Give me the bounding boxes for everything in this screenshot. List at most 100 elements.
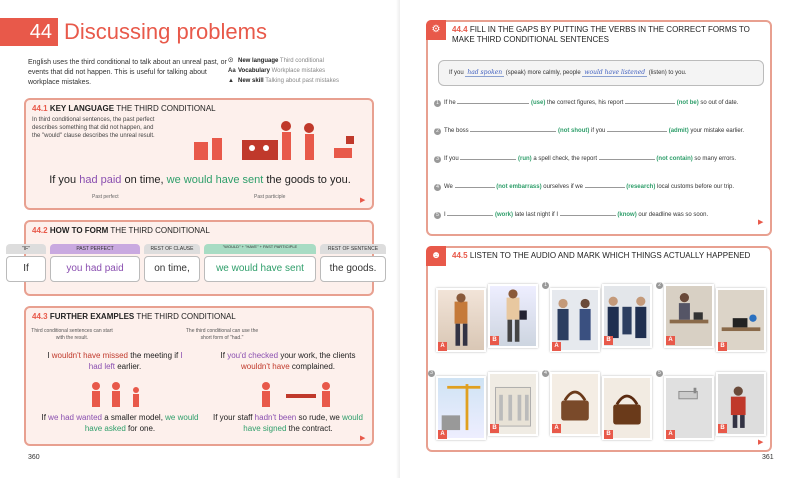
audio-icon[interactable]: ▶	[360, 435, 366, 442]
panel-keyword: KEY LANGUAGE	[49, 104, 115, 113]
picture-number: 4	[542, 370, 549, 377]
sentence-part: We	[444, 184, 455, 190]
audio-icon[interactable]: ▶	[758, 219, 764, 226]
key-item: ☉New language Third conditional	[228, 56, 339, 66]
answer-gap[interactable]	[584, 182, 625, 188]
sentence-part: for one.	[125, 424, 156, 433]
question-number: 2	[434, 128, 441, 135]
sentence-part: If your staff	[213, 413, 255, 422]
answer-gap[interactable]	[607, 126, 668, 132]
panel-number: 44.3	[32, 312, 48, 321]
key-label: Vocabulary	[238, 68, 270, 74]
sentence-part: hadn't been	[254, 413, 297, 422]
verb-prompt: (not be)	[676, 100, 699, 106]
option-b[interactable]: B	[718, 424, 727, 433]
people-illustration	[92, 382, 139, 407]
sentence-part: If	[220, 351, 228, 360]
option-a[interactable]: A	[438, 430, 447, 439]
handwritten-answer: would have listened	[582, 69, 648, 77]
key-value: Third conditional	[279, 58, 324, 64]
formula-body: the goods.	[320, 256, 386, 282]
option-b[interactable]: B	[490, 336, 499, 345]
answer-gap[interactable]	[559, 210, 616, 216]
option-b[interactable]: B	[604, 430, 613, 439]
question-number: 1	[434, 100, 441, 107]
unit-title: Discussing problems	[64, 19, 267, 44]
photo-a	[550, 372, 600, 436]
picture-pair: A B	[436, 284, 540, 354]
sentence-part: the goods to you.	[263, 174, 351, 186]
picture-number: 1	[542, 282, 549, 289]
sentence-part: we would have asked	[84, 413, 199, 433]
panel-subtitle: THE THIRD CONDITIONAL	[110, 226, 210, 235]
page-number: 360	[28, 454, 40, 461]
example-note: The third conditional can use the short …	[185, 328, 259, 341]
answer-gap[interactable]	[447, 210, 494, 216]
example-sentence: I wouldn't have missed the meeting if I …	[40, 350, 190, 372]
panel-heading: 44.2 HOW TO FORM THE THIRD CONDITIONAL	[32, 226, 210, 235]
sentence-part: we had wanted	[48, 413, 102, 422]
sentence-part: I	[444, 212, 448, 218]
handbag-icon	[561, 390, 589, 421]
answer-gap[interactable]	[457, 98, 530, 104]
sentence-part: had paid	[79, 174, 122, 186]
listen-icon: ☻	[426, 246, 446, 266]
option-b[interactable]: B	[718, 342, 727, 351]
answer-gap[interactable]	[598, 154, 655, 160]
right-page: ⚙ 44.4 FILL IN THE GAPS BY PUTTING THE V…	[400, 0, 800, 478]
construction-site-icon	[441, 384, 481, 431]
option-b[interactable]: B	[604, 336, 613, 345]
panel-number: 44.4	[452, 25, 468, 34]
answer-gap[interactable]	[460, 154, 517, 160]
sentence-part: (listen) to you.	[647, 70, 687, 76]
sentence-part: I	[47, 351, 52, 360]
desk-phone-icon	[721, 314, 761, 332]
audio-icon[interactable]: ▶	[360, 197, 366, 204]
panel-subtitle: THE THIRD CONDITIONAL	[136, 312, 236, 321]
audio-icon[interactable]: ▶	[758, 439, 764, 446]
key-value: Workplace mistakes	[271, 68, 326, 74]
option-a[interactable]: A	[552, 424, 561, 433]
example-note: Third conditional sentences can start wi…	[31, 328, 113, 341]
verb-prompt: (work)	[495, 212, 514, 218]
panel-further-examples: 44.3 FURTHER EXAMPLES THE THIRD CONDITIO…	[24, 306, 374, 446]
verb-prompt: (research)	[626, 184, 656, 190]
panel-keyword: HOW TO FORM	[49, 226, 109, 235]
panel-keyword: FURTHER EXAMPLES	[49, 312, 135, 321]
panel-title: LISTEN TO THE AUDIO AND MARK WHICH THING…	[469, 251, 751, 260]
sentence-part: The boss	[444, 128, 471, 134]
picture-pair: 2 A B	[656, 282, 768, 354]
formula-head: REST OF SENTENCE	[320, 244, 386, 254]
panel-key-language: 44.1 KEY LANGUAGE THE THIRD CONDITIONAL …	[24, 98, 374, 210]
person-with-bag-icon	[506, 289, 527, 342]
picture-pair: 3 A B	[428, 370, 540, 442]
verb-prompt: (admit)	[668, 128, 689, 134]
handshake-icon	[557, 298, 591, 341]
question-number: 4	[434, 184, 441, 191]
formula-body: you had paid	[50, 256, 140, 282]
option-a[interactable]: A	[438, 342, 447, 351]
answer-gap[interactable]	[470, 126, 557, 132]
option-a[interactable]: A	[666, 336, 675, 345]
sentence-part: a smaller model,	[102, 413, 166, 422]
sentence-part: so out of date.	[698, 100, 739, 106]
sentence-part: you'd checked	[227, 351, 279, 360]
option-b[interactable]: B	[490, 424, 499, 433]
sentence-part: the correct figures, his report	[545, 100, 626, 106]
picture-pair: 5 A B	[656, 370, 768, 442]
panel-heading: 44.4 FILL IN THE GAPS BY PUTTING THE VER…	[452, 25, 768, 45]
left-page: 44 Discussing problems English uses the …	[0, 18, 386, 461]
answer-gap[interactable]	[625, 98, 676, 104]
sentence-part: we would have sent	[166, 174, 264, 186]
option-a[interactable]: A	[552, 342, 561, 351]
key-label: New language	[238, 58, 279, 64]
page-number: 361	[762, 454, 774, 461]
answer-gap[interactable]	[454, 182, 495, 188]
option-a[interactable]: A	[666, 430, 675, 439]
